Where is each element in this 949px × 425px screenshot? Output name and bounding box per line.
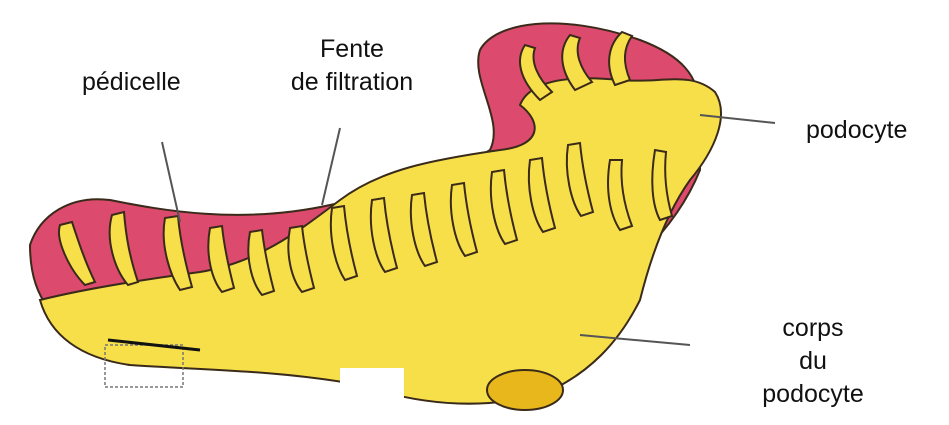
nucleus (487, 370, 563, 410)
label-fente-line2: de filtration (272, 66, 432, 99)
white-mask (340, 368, 404, 425)
label-fente-de-filtration: Fente de filtration (272, 33, 432, 99)
label-fente-line1: Fente (272, 33, 432, 66)
label-corps-line1: corps (718, 312, 908, 345)
label-corps-line2: du (718, 345, 908, 378)
pointer-fente (322, 128, 340, 205)
label-podocyte: podocyte (806, 114, 907, 147)
label-corps-line3: podocyte (718, 378, 908, 411)
label-corps-du-podocyte: corps du podocyte (718, 312, 908, 411)
label-pedicelle: pédicelle (82, 66, 181, 99)
